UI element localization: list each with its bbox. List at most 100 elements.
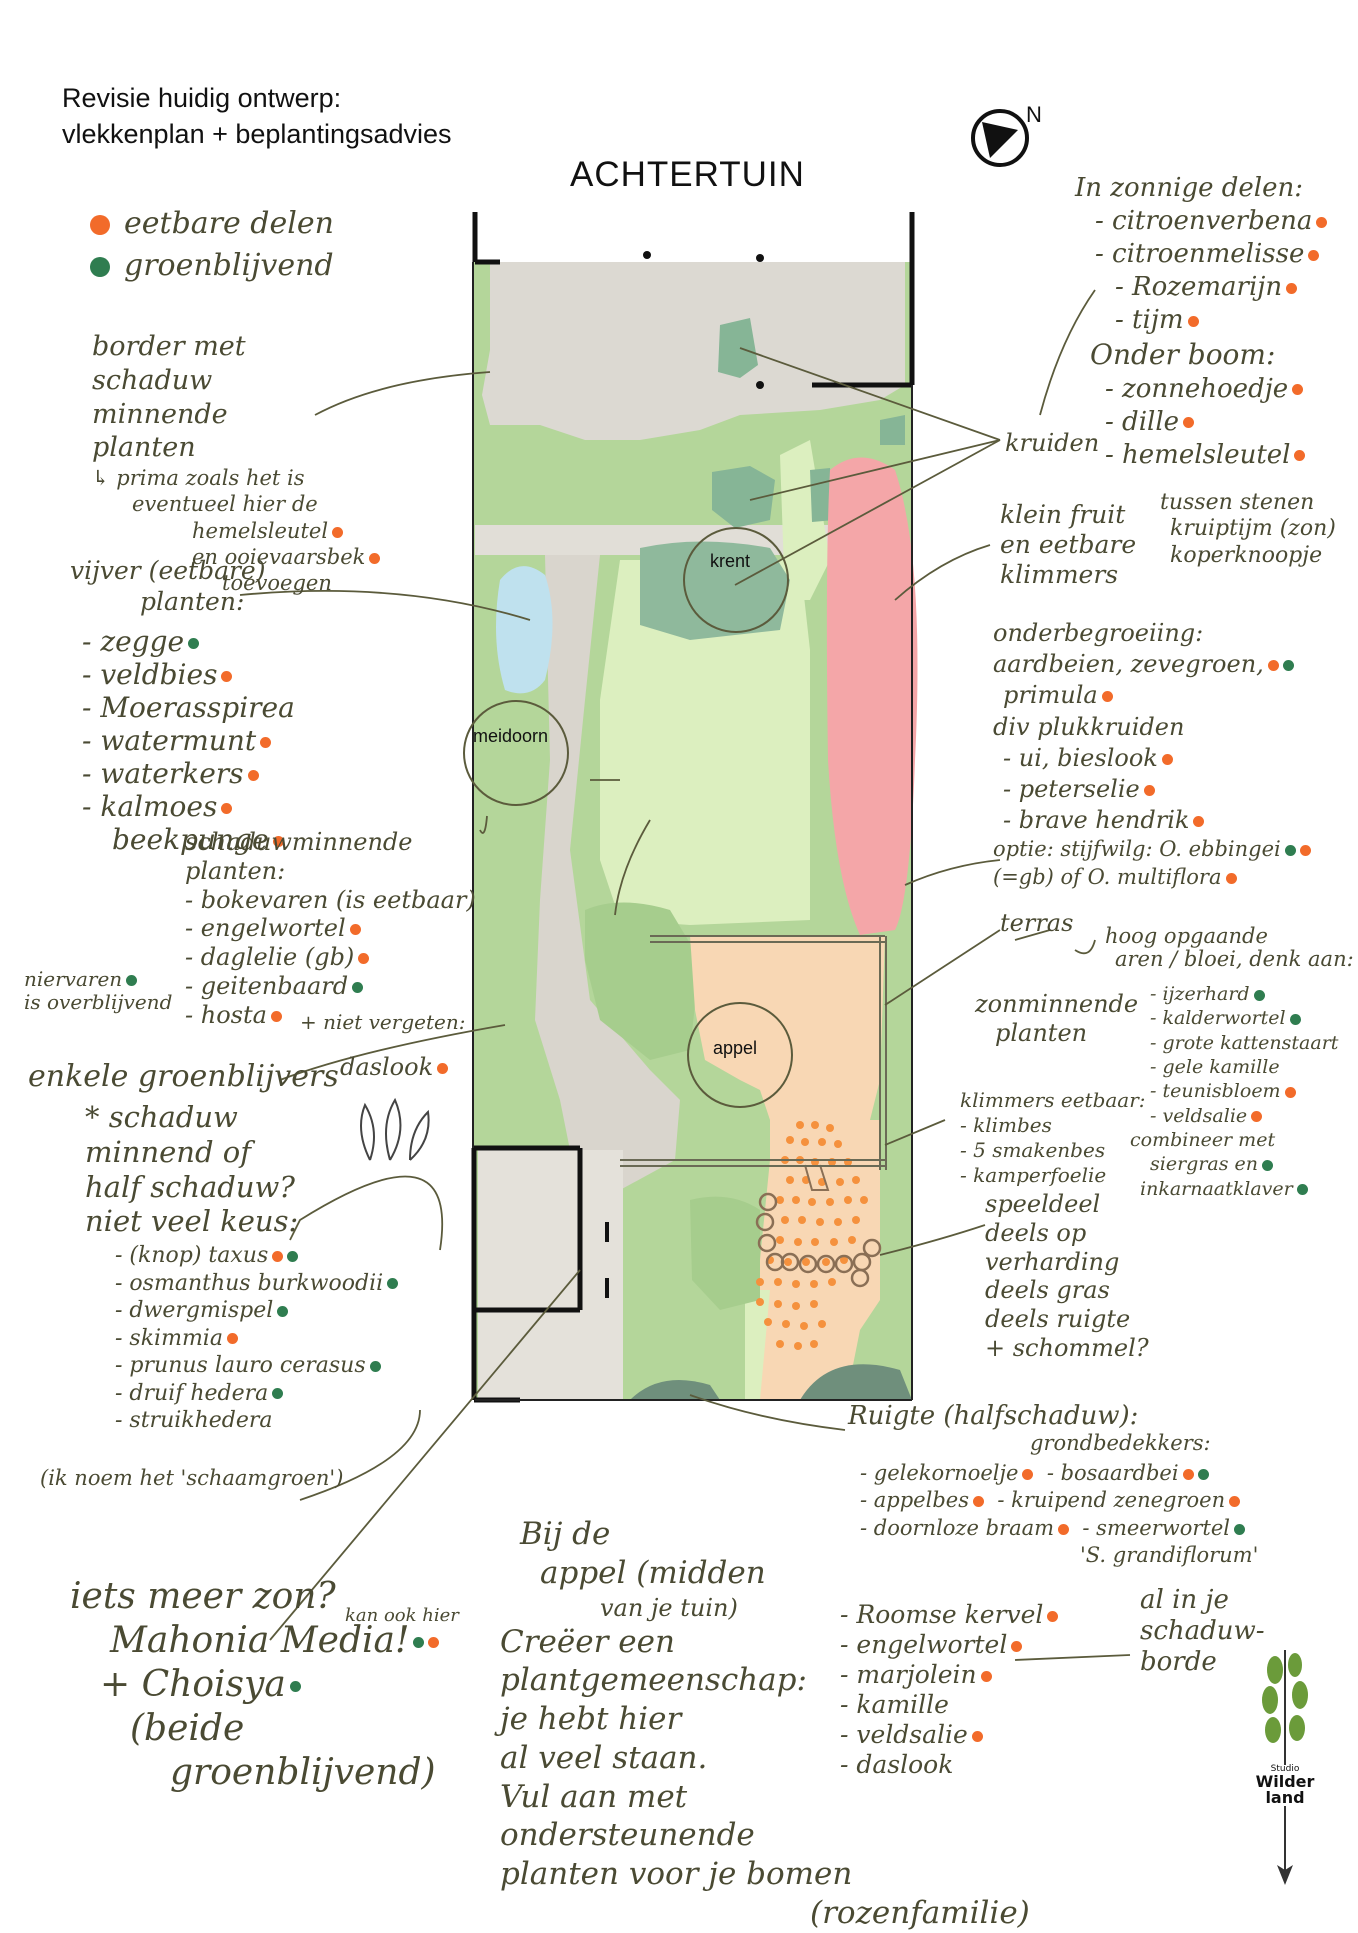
bottom-shrub-left — [630, 1380, 720, 1400]
orange-dot-icon — [1101, 691, 1113, 703]
note-appel-line: plantgemeenschap: — [500, 1662, 807, 1699]
list-item: - grote kattenstaart — [1150, 1031, 1338, 1055]
orange-dot-icon — [1294, 450, 1306, 462]
note-ruigte-sub: grondbedekkers: — [1030, 1431, 1211, 1455]
list-item-label: div plukkruiden — [993, 712, 1185, 741]
orange-dot-icon — [1193, 816, 1205, 828]
paving-top — [482, 262, 905, 440]
list-item: div plukkruiden — [993, 712, 1311, 743]
bottom-shrub-right — [800, 1364, 912, 1400]
legend-edible: eetbare delen — [90, 205, 334, 243]
note-appel-line: van je tuin) — [600, 1593, 738, 1622]
list-groenblijvers: - (knop) taxus - osmanthus burkwoodii - … — [115, 1242, 399, 1435]
garden-path — [520, 555, 680, 1400]
list-item-label: - prunus lauro cerasus — [115, 1353, 366, 1378]
terrace — [690, 935, 885, 1120]
list-item-label: siergras en — [1150, 1153, 1258, 1176]
note-appel-line: appel (midden — [540, 1554, 766, 1591]
note-kleinfruit-line: klimmers — [1000, 560, 1119, 589]
green-dot-icon — [352, 981, 364, 993]
orange-dot-icon — [247, 770, 259, 782]
orange-dot-icon — [1183, 417, 1195, 429]
list-item: - veldsalie — [1150, 1104, 1338, 1128]
note-zon-line: Mahonia Media! — [70, 1619, 440, 1663]
list-ondersteunend: - Roomse kervel - engelwortel - marjolei… — [840, 1600, 1059, 1780]
list-item-label: beekpunge — [112, 823, 269, 857]
orange-dot-icon — [332, 526, 344, 538]
list-item-label: - appelbes — [860, 1488, 969, 1513]
north-label: N — [1026, 102, 1042, 127]
note-ruigte-heading: Ruigte (halfschaduw): — [848, 1401, 1139, 1431]
note-speeldeel-line: speeldeel — [985, 1190, 1101, 1218]
list-item: - veldbies — [82, 658, 295, 691]
pond — [496, 566, 553, 694]
note-aside-line: schaduw- — [1140, 1616, 1265, 1647]
orange-dot-icon — [272, 836, 284, 848]
list-item: - veldsalie — [840, 1720, 1058, 1750]
green-dot-icon — [1289, 1013, 1301, 1025]
list-item-label: - teunisbloem — [1150, 1080, 1281, 1103]
list-item: - gelekornoelje - bosaardbei — [860, 1460, 1340, 1487]
logo-line-3: land — [1265, 1788, 1305, 1807]
lower-lawn-patch — [690, 1196, 760, 1310]
note-zon-line: iets meer zon? — [70, 1575, 439, 1619]
list-item: beekpunge — [82, 823, 295, 856]
note-border-text: hemelsleutel — [192, 518, 329, 543]
list-item: - geitenbaard — [185, 972, 476, 1001]
green-dot-icon — [413, 1637, 425, 1649]
note-kruiden: In zonnige delen: - citroenverbena - cit… — [1075, 172, 1328, 472]
tree-meidoorn — [463, 700, 569, 806]
list-item-label: - hosta — [185, 1000, 267, 1029]
note-zon-text: iets meer zon? — [70, 1576, 336, 1617]
orange-dot-icon — [1292, 384, 1304, 396]
list-item-label: - kalderwortel — [1150, 1007, 1286, 1030]
list-item-label: - skimmia — [115, 1325, 223, 1351]
list-klimmers: klimmers eetbaar: - klimbes - 5 smakenbe… — [960, 1088, 1146, 1188]
note-kruiden-heading: In zonnige delen: — [1075, 173, 1303, 203]
list-item: (=gb) of O. multiflora — [993, 864, 1311, 891]
note-border-line: minnende — [92, 398, 228, 430]
list-item: aardbeien, zevegroen, — [993, 649, 1311, 680]
list-item-label: aardbeien, zevegroen, — [993, 650, 1264, 679]
list-item-label: inkarnaatklaver — [1140, 1177, 1293, 1200]
note-reminder: + niet vergeten: — [300, 1010, 466, 1034]
list-onderbegroeiing: onderbegroeiing: aardbeien, zevegroen, p… — [993, 618, 1311, 891]
list-item-label: optie: stijfwilg: O. ebbingei — [993, 837, 1281, 862]
list-item-label: - gele kamille — [1150, 1055, 1280, 1078]
list-item: - citroenmelisse — [1075, 238, 1327, 271]
orange-dot-icon — [1229, 1496, 1241, 1508]
list-item: - Rozemarijn — [1075, 271, 1327, 304]
note-stones-line: koperknoopje — [1170, 542, 1323, 568]
orange-dot-icon — [1284, 1086, 1296, 1098]
note-border-line: ↳ prima zoals het is — [92, 466, 305, 490]
list-item-label: - engelwortel — [185, 914, 346, 943]
orange-dot-icon — [1187, 315, 1199, 327]
list-item: 'S. grandiflorum' — [860, 1542, 1340, 1569]
fruit-border — [826, 457, 918, 935]
list-item-label: - brave hendrik — [1003, 806, 1190, 835]
orange-dot-icon — [1299, 845, 1311, 857]
list-item: - peterselie — [993, 774, 1311, 805]
note-vijver-heading: planten: — [140, 587, 245, 617]
note-schaamgroen: (ik noem het 'schaamgroen') — [40, 1466, 344, 1490]
orange-dot-icon — [1286, 282, 1298, 294]
orange-dot-icon — [1308, 249, 1320, 261]
list-item-label: - veldbies — [82, 658, 218, 692]
tree-label-krent: krent — [710, 551, 751, 571]
list-item-label: - engelwortel — [840, 1630, 1008, 1659]
list-item-label: - kamperfoelie — [960, 1163, 1107, 1187]
list-item: - dwergmispel — [115, 1297, 398, 1325]
garden-title: ACHTERTUIN — [570, 155, 805, 194]
note-border: border met schaduw minnende planten ↳ pr… — [92, 330, 381, 596]
orange-dot-icon — [972, 1496, 984, 1508]
list-item: - tijm — [1075, 304, 1327, 337]
orange-dot-icon — [221, 803, 233, 815]
list-item: primula — [993, 680, 1311, 711]
list-item-label: - tijm — [1115, 305, 1184, 336]
note-border-line: schaduw — [92, 364, 213, 396]
list-item-label: - citroenmelisse — [1095, 239, 1305, 270]
orange-dot-icon — [90, 215, 110, 235]
green-dot-icon — [126, 975, 138, 986]
list-item: - 5 smakenbes — [960, 1138, 1146, 1163]
note-zon-text: + Choisya — [100, 1663, 286, 1705]
